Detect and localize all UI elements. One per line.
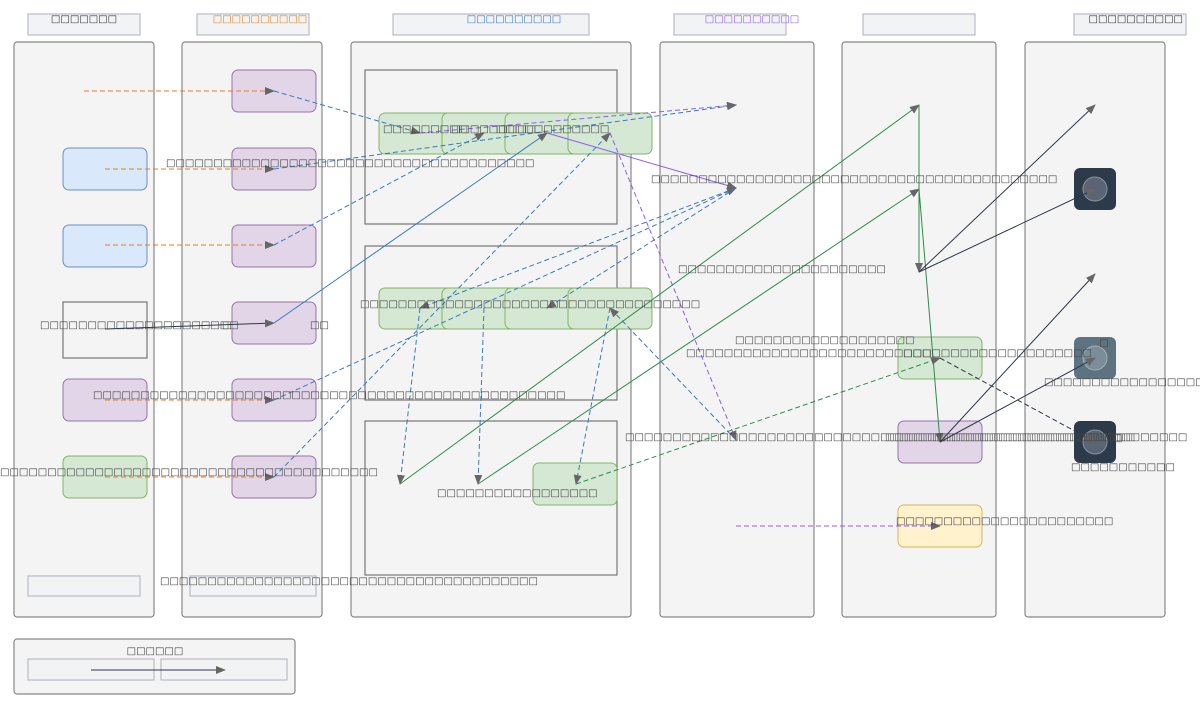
lane-header-6-label: □□□□□□□□□□ [1089, 14, 1183, 25]
label-g2: □□□□□□□□□ [451, 124, 536, 135]
lane-headers: □□□□□□□ □□□□□□□□□□ □□□□□□□□□□ □□□□□□□□□□… [27, 13, 1187, 36]
edge-blue-10 [474, 307, 485, 485]
edges [84, 87, 1096, 530]
label-l2: □□□□ [40, 320, 78, 331]
label-g4: □□□□□□□□□□□□□□□□□□□□□□□□□□□□□□□□□□□□ [360, 299, 700, 310]
edge-green-1 [399, 104, 920, 485]
label-l3: □□□□□□□□□□□□□□□□□ [78, 320, 239, 331]
label-g1: □□□□□□□□□ [383, 124, 468, 135]
lane-header-3 [392, 13, 590, 36]
lane-1-footer [27, 575, 141, 597]
edge-blue-6 [273, 132, 611, 478]
edge-dark-6 [939, 357, 1096, 443]
lane-header-6 [1073, 13, 1187, 36]
label-p1: □□□□□□□□□□□□□□□□□□□□□□□□□□□□□□□□□□□□□□□□… [651, 174, 1057, 185]
label-r5: □□□□□□□□□□□ [1071, 462, 1175, 473]
label-r7: □ [1113, 433, 1122, 444]
legend: □□□□□□ [13, 638, 296, 695]
lane-header-1 [27, 13, 141, 36]
node-purple-c[interactable] [231, 224, 317, 268]
edge-dark-3 [918, 188, 1096, 273]
labels: □□□□□□□□□□□□□□□□□□□□□□□□□□□□□□□□□□□□□□□ … [0, 124, 1200, 587]
edge-blue-4 [273, 132, 548, 324]
label-p3: □□□□□□□□□□□□□□□□□□□ [735, 335, 915, 346]
label-g3: □□□□□□□□□□□□ [496, 124, 609, 135]
lane-header-4-label: □□□□□□□□□□ [705, 14, 799, 25]
lane-header-2-label: □□□□□□□□□□ [213, 14, 307, 25]
edge-blue-2 [273, 102, 737, 170]
lane-header-4 [673, 13, 787, 36]
lane-6 [1024, 41, 1166, 618]
edge-green-4 [918, 188, 944, 443]
edge-purple-3 [609, 132, 737, 441]
label-l6: □□□□□□□□□□□□□□□□□□□□□□□□□□□□□□□□□□□□□□□□… [93, 390, 565, 401]
node-blue-2[interactable] [62, 224, 148, 268]
label-r1: □□□□□□□□□□□□□□□□□□□□ [903, 348, 1092, 359]
label-r6: □ [1099, 338, 1108, 349]
lane-4 [659, 41, 815, 618]
edge-dark-2 [918, 104, 1096, 273]
lane-header-3-label: □□□□□□□□□□ [467, 14, 561, 25]
edge-blue-12 [609, 307, 737, 441]
edge-blue-5 [273, 187, 737, 401]
label-p4: □□□□□□□□□□□□□□□□□□□□□□□□□□ [686, 348, 932, 359]
label-p5: □□□□□□□□□□□□□□□□□□□□□□□□□□□□□□□□□□□□□□□□… [625, 432, 1135, 443]
edge-blue-7 [419, 187, 737, 309]
label-r3: □□□□□□□□□□□□□□□□□□□□□□□ [896, 516, 1113, 527]
lane-5 [841, 41, 997, 618]
node-plain[interactable] [62, 301, 148, 359]
lane-header-5 [862, 13, 976, 36]
label-l1: □□□□□□□□□□□□□□□□□□□□□□□□□□□□□□□□□□□□□□□ [166, 158, 534, 169]
edge-green-2 [477, 188, 920, 485]
edge-dark-4 [939, 273, 1096, 443]
edge-purple-2 [546, 132, 737, 190]
edge-purple-1 [419, 101, 737, 134]
edge-dark-1 [104, 319, 275, 330]
label-l8: □□□□□□□□□□□□□□□□□□□□□□□□□□□□□□□□□□□□□□□□ [160, 576, 538, 587]
label-r4: □□□□□□□□□□□□□□□□□□□□□□□□□□□ [1044, 377, 1200, 388]
edge-green-5 [575, 357, 941, 485]
lane-2-footer [189, 575, 317, 597]
label-l5: □□ [310, 320, 329, 331]
label-g5: □□□□□□□□□□□□□□□□□ [437, 488, 598, 499]
edge-blue-1 [273, 90, 421, 135]
lane-header-1-label: □□□□□□□ [51, 14, 117, 25]
label-r2: □□□□□□□□□□□□□□□□□□□□□□□□□□□□□□□□ [885, 432, 1187, 443]
edge-blue-8 [546, 187, 737, 309]
label-l7: □□□□□□□□□□□□□□□□□□□□□□□□□□□□□□□□□□□□□□□□ [0, 467, 378, 478]
label-l4: □ [222, 320, 231, 331]
edge-blue-11 [573, 307, 611, 485]
edge-blue-9 [397, 307, 421, 485]
legend-title: □□□□□□ [127, 646, 184, 657]
lane-header-2 [196, 13, 310, 36]
label-p2: □□□□□□□□□□□□□□□□□□□□□□ [678, 264, 886, 275]
